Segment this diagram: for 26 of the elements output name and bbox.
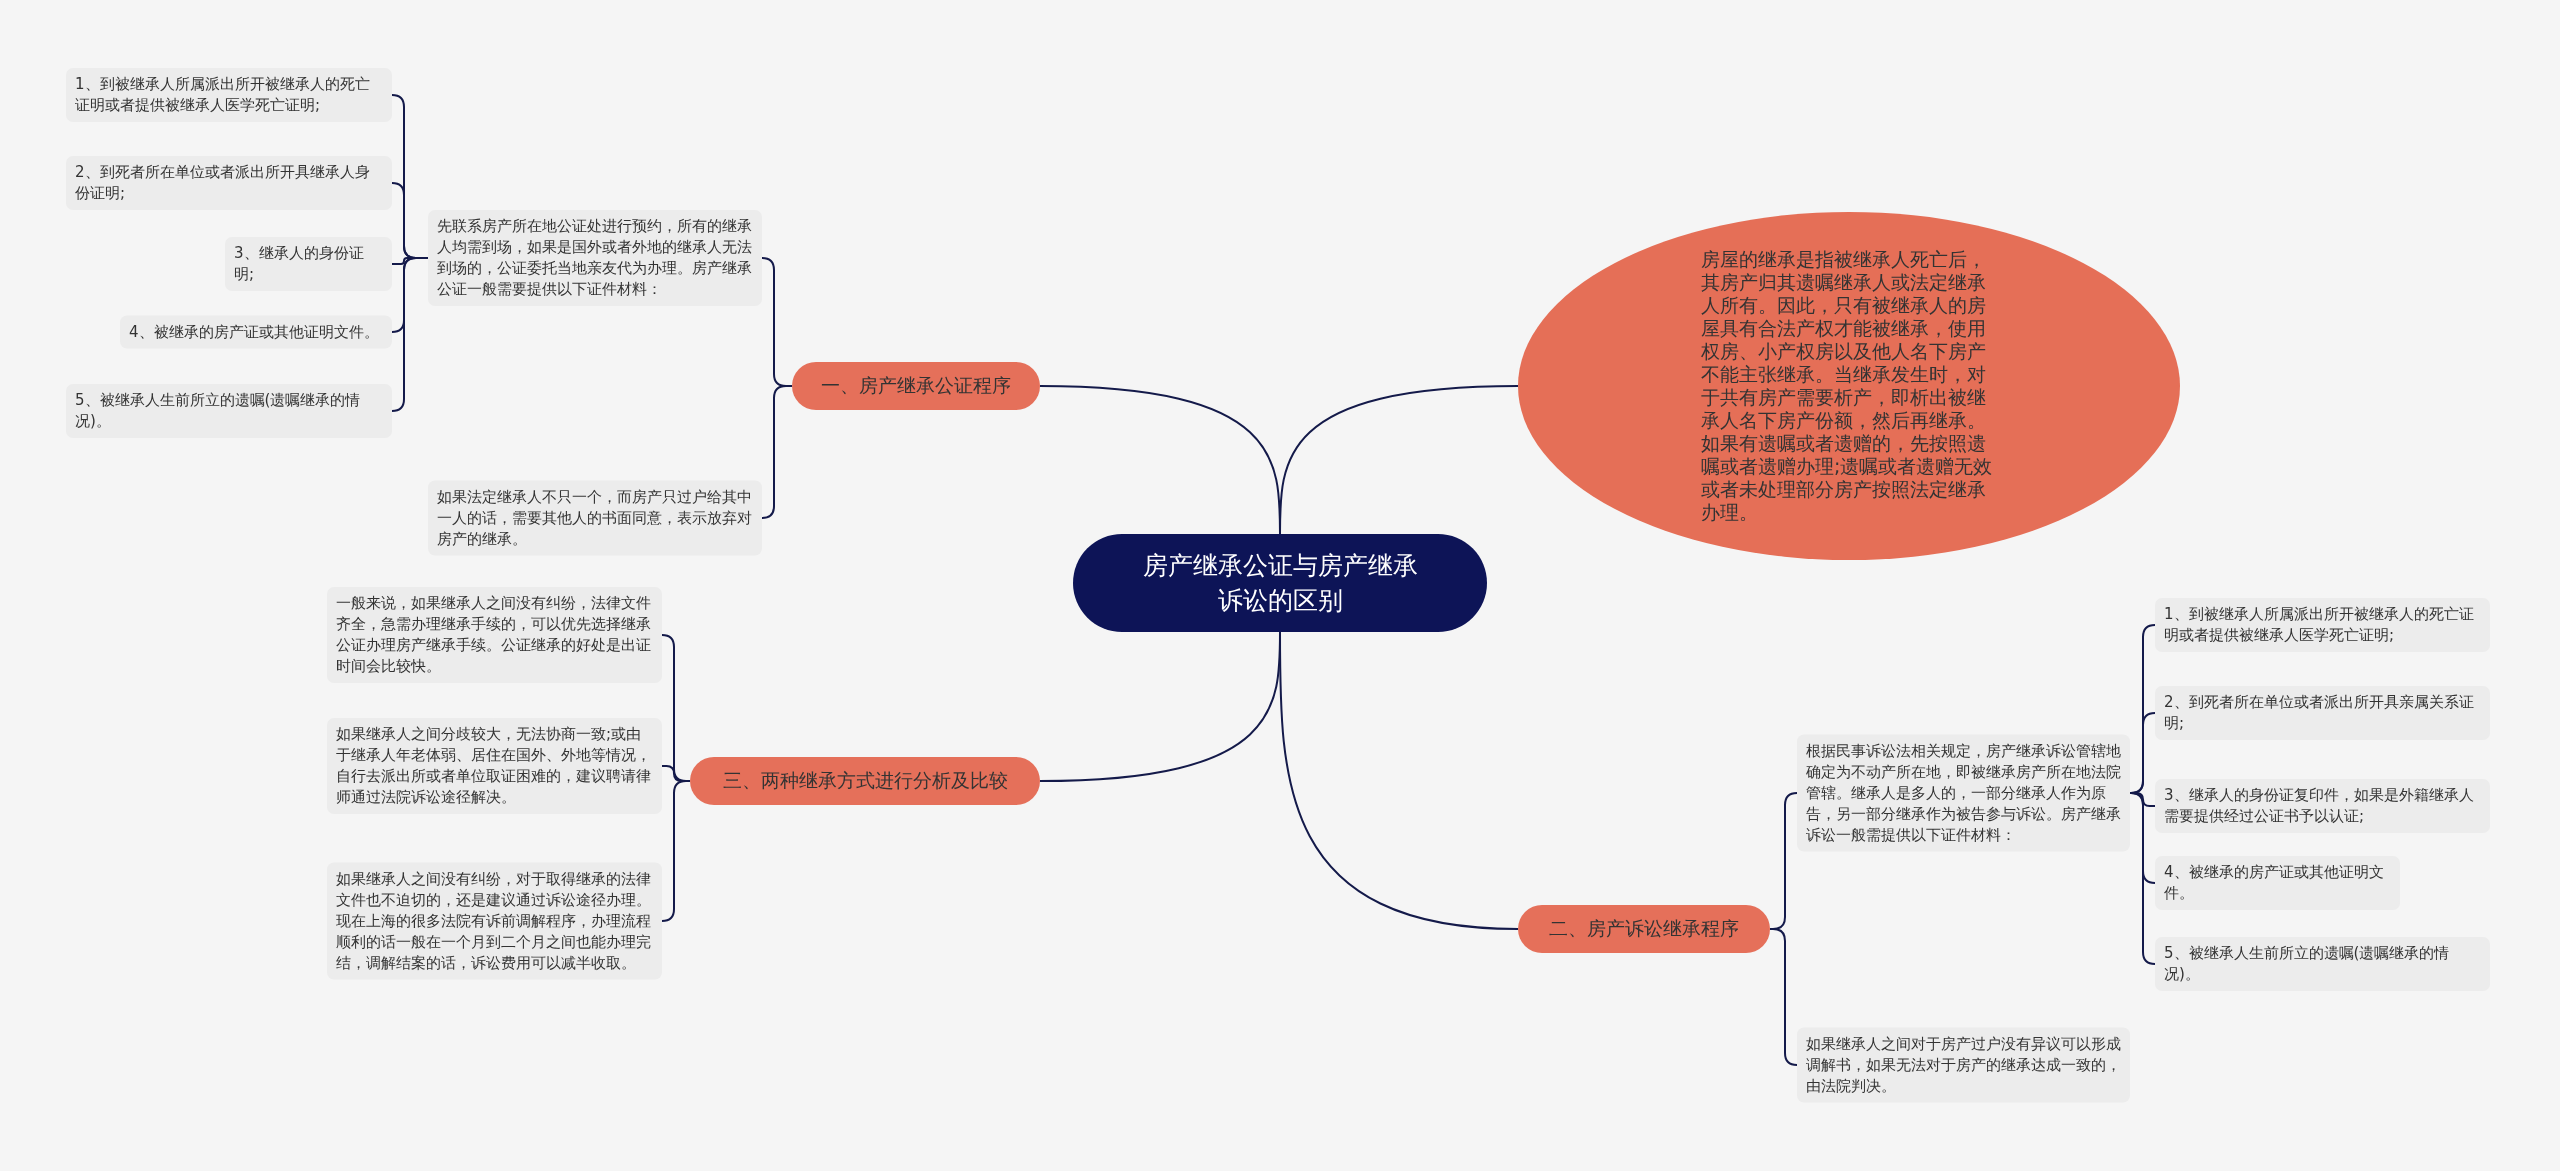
text-card: 5、被继承人生前所立的遗嘱(遗嘱继承的情况)。 [2155,937,2490,991]
connector-line [1279,385,1519,535]
text-card: 4、被继承的房产证或其他证明文件。 [2155,856,2400,910]
branch-topic: 一、房产继承公证程序 [792,362,1040,410]
text-card: 5、被继承人生前所立的遗嘱(遗嘱继承的情况)。 [66,384,392,438]
connector-line [391,257,429,412]
topic-text: 房屋的继承是指被继承人死亡后，其房产归其遗嘱继承人或法定继承人所有。因此，只有被继承人的房屋具有合法产权才能被继承，使用权房、小产权房以及他人名下房产不能主张继承。当继承发生时，对于共有房产需要析产，即析出被继承人名下房产份额，然后再继承。如果有遗嘱或者遗赠的，先按照遗嘱或者遗赠办理;遗嘱或者遗赠无效或者未处理部分房产按照法定继承办理。 [1701,248,1994,524]
text-card: 如果继承人之间没有纠纷，对于取得继承的法律文件也不迫切的，还是建议通过诉讼途径办理。现在上海的很多法院有诉前调解程序，办理流程顺利的话一般在一个月到二个月之间也能办理完结，调解结案的话，诉讼费用可以减半收取。 [327,862,662,980]
text-card: 2、到死者所在单位或者派出所开具亲属关系证明; [2155,686,2490,740]
text-card: 一般来说，如果继承人之间没有纠纷，法律文件齐全，急需办理继承手续的，可以优先选择继承公证办理房产继承手续。公证继承的好处是出证时间会比较快。 [327,587,662,683]
text-card: 2、到死者所在单位或者派出所开具继承人身份证明; [66,156,392,210]
central-topic: 房产继承公证与房产继承诉讼的区别 [1073,534,1487,632]
branch-topic: 三、两种继承方式进行分析及比较 [690,757,1040,805]
text-card: 根据民事诉讼法相关规定，房产继承诉讼管辖地确定为不动产所在地，即被继承房产所在地法院管辖。继承人是多人的，一部分继承人作为原告，另一部分继承作为被告参与诉讼。房产继承诉讼一般需提供以下证件材料： [1797,734,2130,852]
text-card: 如果继承人之间分歧较大，无法协商一致;或由于继承人年老体弱、居住在国外、外地等情况，自行去派出所或者单位取证困难的，建议聘请律师通过法院诉讼途径解决。 [327,718,662,814]
text-card: 1、到被继承人所属派出所开被继承人的死亡证明或者提供被继承人医学死亡证明; [2155,598,2490,652]
text-card: 如果法定继承人不只一个，而房产只过户给其中一人的话，需要其他人的书面同意，表示放弃对房产的继承。 [428,480,762,556]
text-card: 先联系房产所在地公证处进行预约，所有的继承人均需到场，如果是国外或者外地的继承人无法到场的，公证委托当地亲友代为办理。房产继承公证一般需要提供以下证件材料： [428,210,762,306]
text-card: 1、到被继承人所属派出所开被继承人的死亡证明或者提供被继承人医学死亡证明; [66,68,392,122]
text-card: 4、被继承的房产证或其他证明文件。 [120,315,392,349]
connector-line [761,385,793,519]
text-card: 3、继承人的身份证明; [225,237,392,291]
text-card: 如果继承人之间对于房产过户没有异议可以形成调解书，如果无法对于房产的继承达成一致的，由法院判决。 [1797,1027,2130,1103]
branch-topic: 二、房产诉讼继承程序 [1518,905,1770,953]
connector-line [2129,792,2156,965]
text-card: 3、继承人的身份证复印件，如果是外籍继承人需要提供经过公证书予以认证; [2155,779,2490,833]
